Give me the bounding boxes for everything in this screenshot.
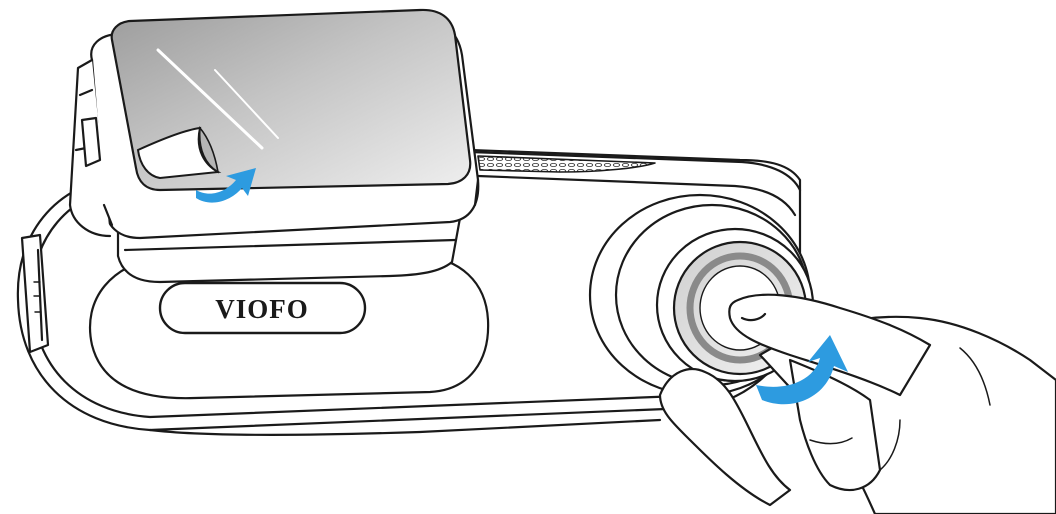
brand-logo-text: VIOFO	[215, 294, 309, 324]
adhesive-protective-film	[112, 10, 471, 190]
